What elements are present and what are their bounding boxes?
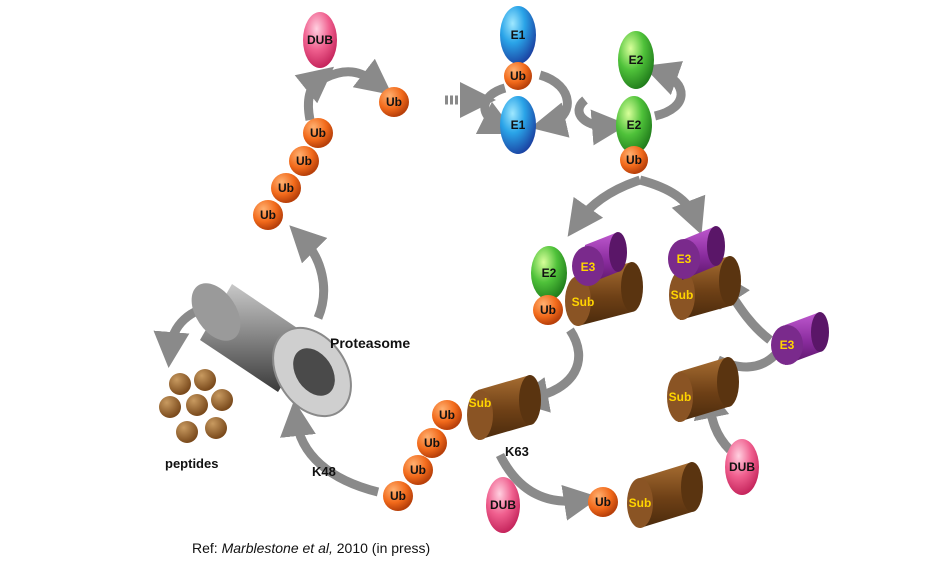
peptides: [159, 369, 233, 443]
svg-text:E3: E3: [581, 260, 596, 274]
svg-text:E1: E1: [511, 118, 526, 132]
arrow-dub-to-free-ub: [322, 58, 393, 96]
sub-ub-bottom-right: Sub Ub: [588, 462, 703, 528]
dub-bottom: DUB: [486, 477, 520, 533]
arrow-e1-cycle-top: [475, 83, 517, 135]
k48-label: K48: [312, 464, 336, 479]
e2-bottom: E2: [616, 96, 652, 154]
svg-text:Ub: Ub: [278, 181, 294, 195]
arrow-chain-to-dub: [294, 66, 335, 121]
arrow-proteasome-to-chain: [289, 225, 329, 320]
reference-authors: Marblestone et al,: [221, 540, 333, 556]
svg-text:E3: E3: [677, 252, 692, 266]
arrow-e2-to-e3-left: [567, 175, 642, 237]
svg-text:Ub: Ub: [296, 154, 312, 168]
svg-text:Ub: Ub: [424, 436, 440, 450]
svg-text:E2: E2: [542, 266, 557, 280]
svg-text:Ub: Ub: [260, 208, 276, 222]
ub-on-e1: Ub: [504, 62, 532, 90]
reference-citation: Ref: Marblestone et al, 2010 (in press): [192, 540, 430, 556]
svg-text:Sub: Sub: [669, 390, 692, 404]
svg-text:Ub: Ub: [310, 126, 326, 140]
k63-label: K63: [505, 444, 529, 459]
arrow-e2-cycle: [643, 61, 686, 121]
arrow-e1-to-e2: [574, 96, 628, 146]
svg-text:Ub: Ub: [540, 303, 556, 317]
svg-text:Ub: Ub: [439, 408, 455, 422]
e1-top: E1: [500, 6, 536, 64]
reference-suffix: 2010 (in press): [332, 540, 431, 556]
arrow-k63-to-sub: [495, 452, 600, 521]
svg-text:Ub: Ub: [390, 489, 406, 503]
reference-prefix: Ref:: [192, 540, 222, 556]
svg-text:Ub: Ub: [510, 69, 526, 83]
dub-right: DUB: [725, 439, 759, 495]
e3-sub-complex-left: Sub E3 E2 Ub: [531, 232, 643, 326]
svg-text:DUB: DUB: [729, 460, 755, 474]
svg-text:Sub: Sub: [629, 496, 652, 510]
svg-text:Sub: Sub: [671, 288, 694, 302]
ub-free: Ub: [379, 87, 409, 117]
e2-top: E2: [618, 31, 654, 89]
svg-text:DUB: DUB: [490, 498, 516, 512]
sub-ub-chain-bottom: Sub Ub Ub Ub Ub: [383, 375, 541, 511]
svg-text:E3: E3: [780, 338, 795, 352]
svg-text:Ub: Ub: [410, 463, 426, 477]
e3-sub-complex-right: Sub E3: [668, 226, 741, 320]
svg-text:Sub: Sub: [572, 295, 595, 309]
svg-text:E1: E1: [511, 28, 526, 42]
ub-on-e2: Ub: [620, 146, 648, 174]
e3-free: E3: [771, 312, 829, 365]
ub-chain-left: Ub Ub Ub Ub: [253, 118, 333, 230]
arrow-e3-sub-to-chain: [512, 327, 584, 413]
arrow-k48-to-proteasome: [280, 400, 380, 497]
dub-top-label: DUB: [307, 33, 333, 47]
svg-text:E2: E2: [627, 118, 642, 132]
arrow-e1-cycle-right: [530, 70, 572, 138]
sub-right-middle: Sub: [667, 357, 739, 422]
svg-text:Ub: Ub: [626, 153, 642, 167]
peptides-label: peptides: [165, 456, 218, 471]
proteasome: [191, 283, 352, 418]
svg-text:Sub: Sub: [469, 396, 492, 410]
e1-bottom: E1: [500, 96, 536, 154]
arrow-e2-to-e3-right: [638, 175, 706, 235]
svg-text:Ub: Ub: [595, 495, 611, 509]
dub-top: DUB: [303, 12, 337, 68]
svg-text:E2: E2: [629, 53, 644, 67]
svg-text:Ub: Ub: [386, 95, 402, 109]
proteasome-label: Proteasome: [330, 335, 410, 351]
